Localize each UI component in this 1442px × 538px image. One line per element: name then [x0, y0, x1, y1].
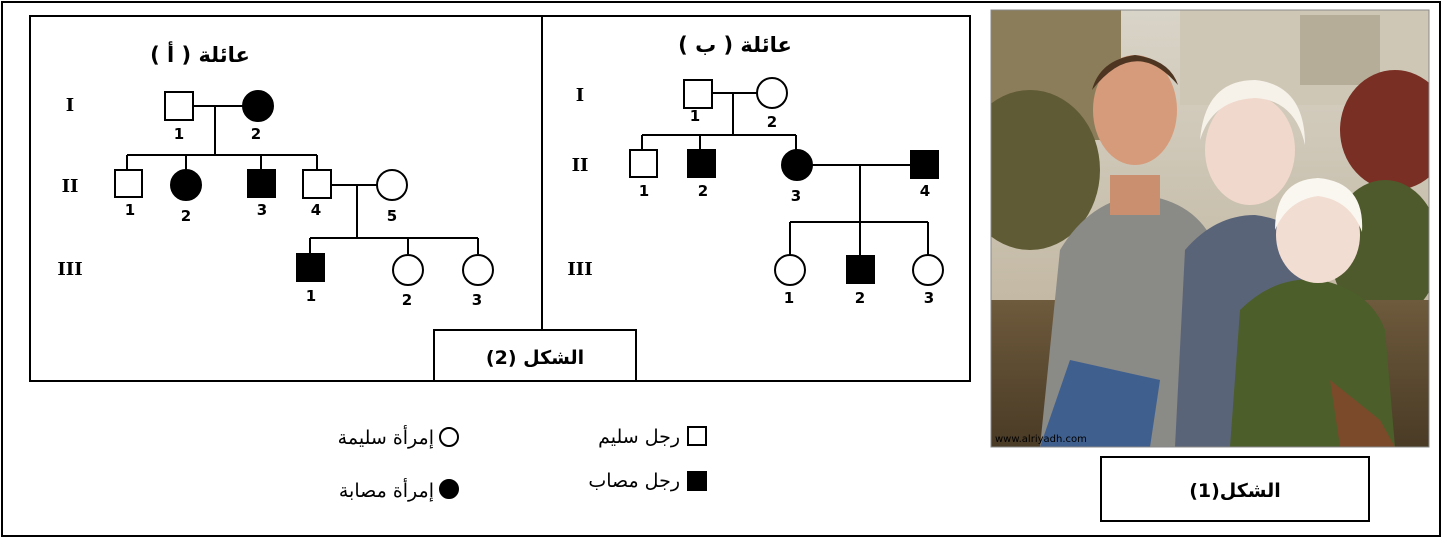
figure2-label: الشكل (2) [486, 347, 584, 369]
family-a-pedigree: عائلة ( أ ) I II III 1 2 [57, 40, 494, 309]
figure1-label-box [1100, 456, 1370, 522]
figure2-label-box [433, 329, 637, 382]
family-a-iii2-label: 2 [402, 291, 412, 309]
family-b-ii2-label: 2 [698, 182, 708, 200]
family-b-lines [641, 92, 929, 255]
family-a-i1-label: 1 [174, 125, 184, 143]
family-b-pedigree: عائلة ( ب ) I II III 1 2 1 2 3 [567, 33, 944, 307]
family-b-iii2-affected-male [846, 255, 875, 284]
family-b-ii3-label: 3 [791, 187, 801, 205]
legend-healthy-woman-label: إمرأة سليمة [338, 425, 434, 450]
family-a-lines [126, 105, 479, 254]
legend-affected-woman-label: إمرأة مصابة [339, 478, 434, 503]
legend-healthy-woman-icon [439, 427, 459, 447]
albinism-family-photo: www.alriyadh.com [990, 9, 1430, 448]
family-a-i2-label: 2 [251, 125, 261, 143]
family-a-ii1-healthy-male [114, 169, 143, 198]
family-a-i1-healthy-male [164, 91, 194, 121]
family-a-iii2-healthy-female [392, 254, 424, 286]
family-b-gen-3: III [567, 259, 592, 280]
photo-frame [990, 9, 1430, 448]
family-b-gen-1: I [576, 85, 584, 106]
family-a-ii2-affected-female [170, 169, 202, 201]
family-b-gen-2: II [572, 155, 589, 176]
legend-healthy-man-label: رجل سليم [598, 426, 680, 448]
family-a-gen-3: III [57, 259, 82, 280]
family-a-ii1-label: 1 [125, 201, 135, 219]
family-b-i1-label: 1 [690, 107, 700, 125]
family-b-ii4-affected-male [910, 150, 939, 179]
family-b-iii1-healthy-female [774, 254, 806, 286]
family-b-ii2-affected-male [687, 149, 716, 178]
family-b-i2-label: 2 [767, 113, 777, 131]
family-a-ii4-healthy-male [302, 169, 332, 199]
family-a-ii3-label: 3 [257, 201, 267, 219]
family-b-ii4-label: 4 [920, 182, 930, 200]
family-b-ii1-healthy-male [629, 149, 658, 178]
family-a-ii2-label: 2 [181, 207, 191, 225]
legend-affected-man-icon [687, 471, 707, 491]
family-a-gen-1: I [66, 95, 74, 116]
family-b-i2-healthy-female [756, 77, 788, 109]
family-b-iii3-label: 3 [924, 289, 934, 307]
pedigree-box [29, 15, 971, 382]
family-b-ii3-affected-female [781, 149, 813, 181]
family-a-iii3-label: 3 [472, 291, 482, 309]
family-b-ii1-label: 1 [639, 182, 649, 200]
family-b-iii3-healthy-female [912, 254, 944, 286]
family-a-title: عائلة ( أ ) [150, 40, 250, 67]
family-a-ii5-healthy-female [376, 169, 408, 201]
legend-affected-man-label: رجل مصاب [588, 470, 680, 492]
legend-affected-woman-icon [439, 479, 459, 499]
family-a-iii1-label: 1 [306, 287, 316, 305]
family-a-ii5-label: 5 [387, 207, 397, 225]
family-a-ii4-label: 4 [311, 201, 321, 219]
family-b-iii2-label: 2 [855, 289, 865, 307]
family-a-ii3-affected-male [247, 169, 276, 198]
family-b-i1-healthy-male [683, 79, 713, 109]
family-b-title: عائلة ( ب ) [678, 33, 792, 57]
family-a-gen-2: II [62, 176, 79, 197]
family-a-iii1-affected-male [296, 253, 325, 282]
figure1-label: الشكل(1) [1189, 480, 1281, 502]
photo-watermark: www.alriyadh.com [995, 434, 1087, 445]
legend: رجل سليم رجل مصاب إمرأة سليمة إمرأة مصاب… [338, 425, 707, 503]
family-a-i2-affected-female [242, 90, 274, 122]
family-b-iii1-label: 1 [784, 289, 794, 307]
legend-healthy-man-icon [687, 426, 707, 446]
family-a-iii3-healthy-female [462, 254, 494, 286]
